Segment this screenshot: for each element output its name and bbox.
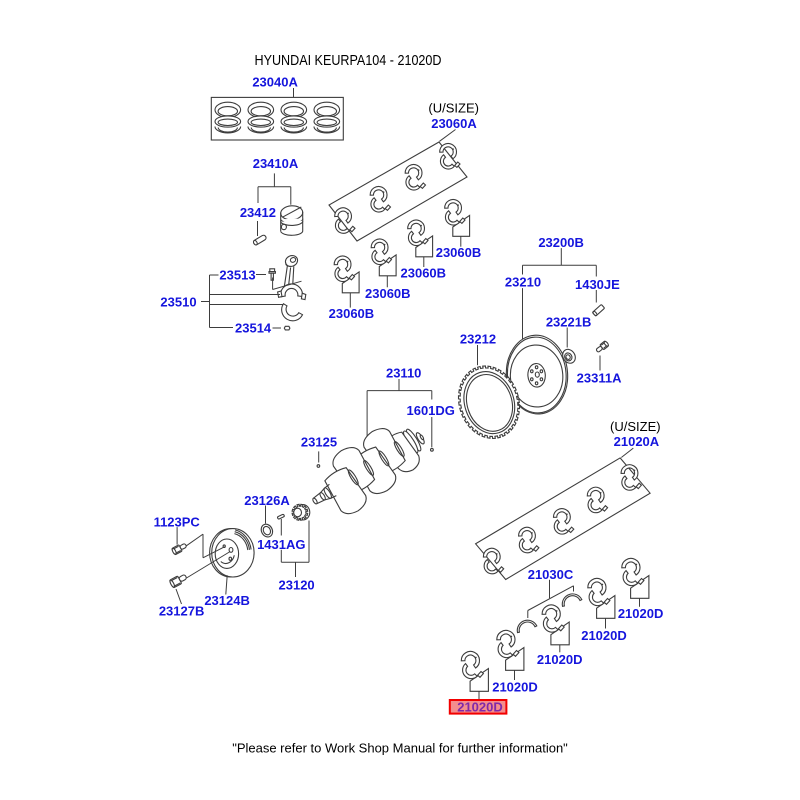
svg-text:"Please refer to Work Shop Man: "Please refer to Work Shop Manual for fu… <box>232 741 568 756</box>
svg-text:23514: 23514 <box>235 321 272 336</box>
svg-text:23311A: 23311A <box>577 371 622 386</box>
svg-text:21020D: 21020D <box>457 700 503 715</box>
svg-text:1123PC: 1123PC <box>154 515 201 530</box>
svg-text:(U/SIZE): (U/SIZE) <box>610 419 661 434</box>
svg-text:23510: 23510 <box>160 295 196 310</box>
svg-text:21020D: 21020D <box>581 628 627 643</box>
svg-text:23060B: 23060B <box>401 266 447 281</box>
svg-text:23126A: 23126A <box>244 493 290 508</box>
svg-text:21020D: 21020D <box>537 652 583 667</box>
svg-text:21020A: 21020A <box>614 434 660 449</box>
svg-text:HYUNDAI KEURPA104 - 21020D: HYUNDAI KEURPA104 - 21020D <box>255 52 442 69</box>
svg-text:23124B: 23124B <box>204 593 250 608</box>
svg-text:(U/SIZE): (U/SIZE) <box>428 100 479 115</box>
svg-text:23125: 23125 <box>301 435 337 450</box>
svg-text:23127B: 23127B <box>159 604 205 619</box>
svg-text:21020D: 21020D <box>492 680 538 695</box>
svg-text:23060B: 23060B <box>329 306 375 321</box>
svg-text:1601DG: 1601DG <box>406 403 454 418</box>
svg-text:23513: 23513 <box>219 268 255 283</box>
svg-text:23060A: 23060A <box>431 116 477 131</box>
svg-text:23060B: 23060B <box>365 286 411 301</box>
svg-text:23410A: 23410A <box>253 156 299 171</box>
svg-text:1431AG: 1431AG <box>257 537 305 552</box>
svg-text:23120: 23120 <box>279 578 315 593</box>
svg-text:1430JE: 1430JE <box>575 277 620 292</box>
svg-text:23412: 23412 <box>240 205 276 220</box>
svg-text:23212: 23212 <box>460 331 496 346</box>
svg-text:23060B: 23060B <box>436 245 482 260</box>
svg-text:23040A: 23040A <box>252 75 298 90</box>
svg-text:23200B: 23200B <box>538 235 584 250</box>
svg-text:21020D: 21020D <box>618 606 664 621</box>
svg-text:23210: 23210 <box>505 275 541 290</box>
svg-text:23221B: 23221B <box>546 314 592 329</box>
svg-text:21030C: 21030C <box>528 567 574 582</box>
svg-text:23110: 23110 <box>386 366 421 381</box>
